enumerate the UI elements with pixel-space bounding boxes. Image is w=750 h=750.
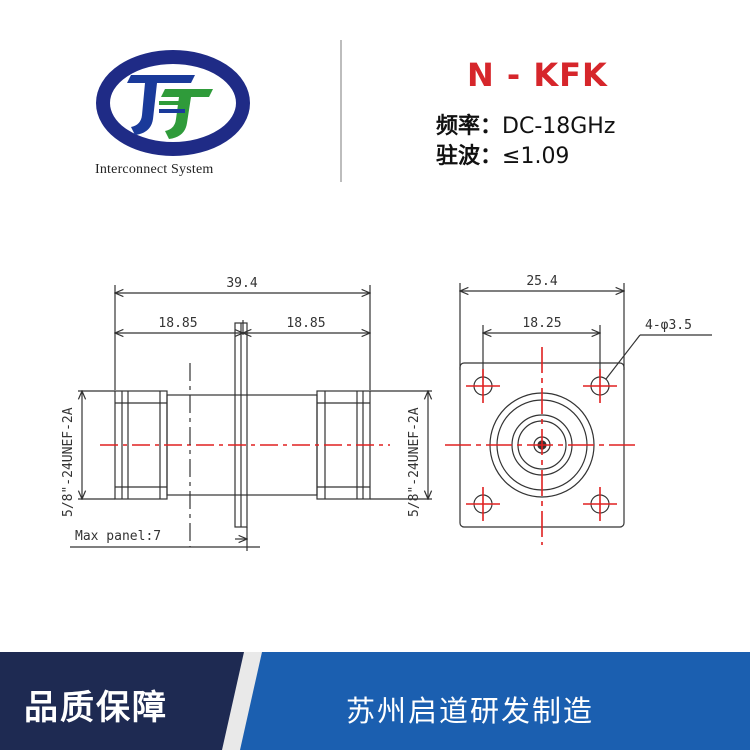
footer-banner: 品质保障 苏州启道研发制造 <box>0 652 750 750</box>
brand-logo <box>96 50 250 156</box>
spec-frequency-label: 频率： <box>436 114 503 139</box>
side-centerlines <box>100 363 390 547</box>
spec-frequency: 频率：DC-18GHz <box>436 108 615 140</box>
brand-caption: Interconnect System <box>95 162 214 177</box>
footer-right-panel <box>230 652 750 750</box>
spec-vswr-label: 驻波： <box>436 144 503 169</box>
side-view <box>70 285 432 551</box>
dim-side-left: 18.85 <box>158 316 197 331</box>
dim-thread-left: 5/8"-24UNEF-2A <box>61 407 76 517</box>
dim-thread-right: 5/8"-24UNEF-2A <box>407 407 422 517</box>
dim-side-right: 18.85 <box>286 316 325 331</box>
header-divider <box>340 40 342 182</box>
spec-vswr-value: ≤1.09 <box>502 144 570 169</box>
dim-hole-spec: 4-φ3.5 <box>645 318 692 333</box>
spec-frequency-value: DC-18GHz <box>502 114 616 139</box>
footer-maker-text: 苏州启道研发制造 <box>346 694 595 728</box>
dim-front-holes: 18.25 <box>522 316 561 331</box>
footer-left-panel <box>0 652 250 750</box>
front-centerlines <box>445 347 640 545</box>
technical-drawing: 39.4 18.85 18.85 5/8"-24UNEF-2A 5/8"-24U… <box>61 274 712 551</box>
dim-side-total: 39.4 <box>226 276 257 291</box>
product-title: N - KFK <box>467 56 608 94</box>
spec-vswr: 驻波：≤1.09 <box>436 138 569 170</box>
footer-quality-text: 品质保障 <box>24 688 168 728</box>
dim-front-total: 25.4 <box>526 274 557 289</box>
dim-panel: Max panel:7 <box>75 529 161 544</box>
